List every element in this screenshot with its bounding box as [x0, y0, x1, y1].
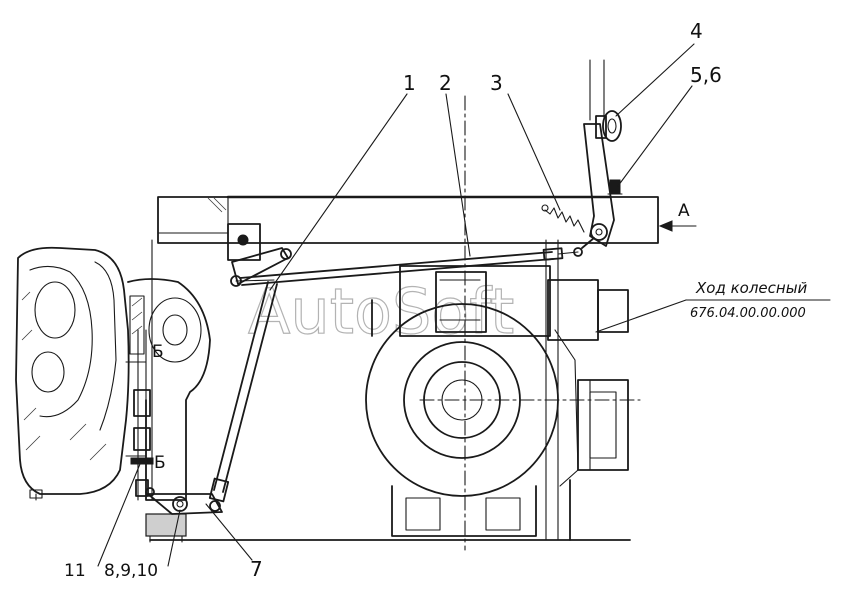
engine-housing	[15, 246, 130, 501]
pedal-lever	[573, 59, 623, 257]
callout-11: 11	[64, 561, 86, 581]
diagonal-rod	[208, 281, 278, 503]
clutch-unit	[127, 239, 211, 543]
callout-4: 4	[690, 19, 703, 43]
watermark: AutoSoft	[248, 275, 514, 348]
section-mark-b-upper: Б	[152, 342, 164, 362]
callout-5-6: 5,6	[690, 63, 722, 87]
reference-name: Ход колесный	[695, 279, 808, 297]
upper-bracket-lever	[227, 223, 292, 287]
callout-8-9-10: 8,9,10	[104, 561, 158, 581]
reference-code: 676.04.00.00.000	[690, 306, 806, 321]
callout-2: 2	[439, 71, 452, 95]
wheel-drive-unit	[365, 95, 641, 551]
callout-3: 3	[490, 71, 503, 95]
vertical-rod-assembly	[127, 329, 154, 501]
section-mark-b-lower: Б	[154, 453, 166, 473]
callout-1: 1	[403, 71, 416, 95]
callout-7: 7	[250, 557, 263, 581]
return-spring	[541, 204, 585, 233]
frame-beam	[157, 195, 659, 244]
bellcrank-lever	[145, 487, 223, 515]
view-arrow-label: А	[678, 201, 690, 221]
leader-lines	[97, 43, 831, 567]
